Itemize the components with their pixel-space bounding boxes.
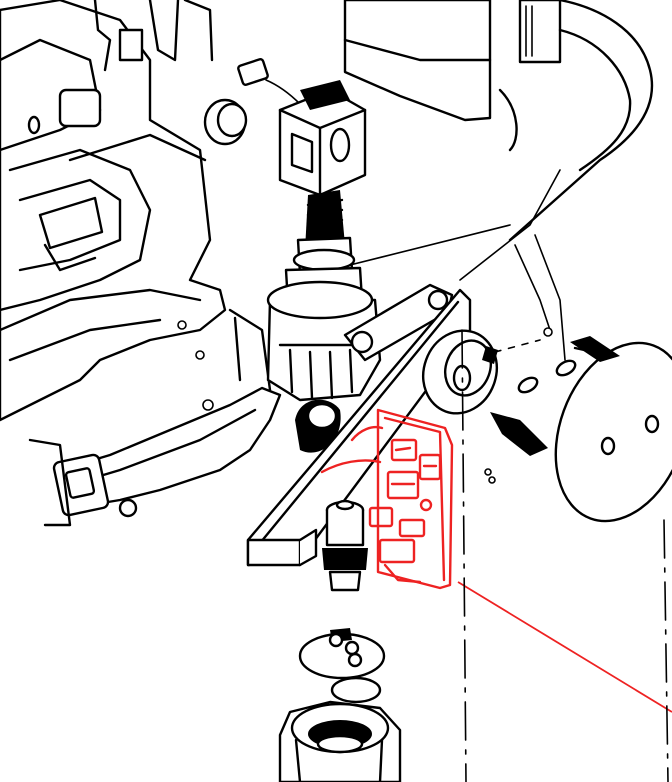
cam-arm [28, 308, 282, 527]
control-panel-box [343, 0, 518, 152]
mounting-bracket [246, 288, 472, 567]
hose-fitting [322, 499, 368, 592]
threaded-cap [278, 700, 402, 782]
connector-plug [237, 58, 301, 105]
machine-frame [0, 0, 227, 422]
circuit-board [320, 408, 672, 713]
ribbon-cable [508, 0, 653, 242]
valve-assembly [266, 80, 454, 453]
assembly-axis-lines [461, 329, 669, 782]
round-cover-plate [490, 336, 672, 523]
cap-disc [298, 628, 386, 704]
wire-harness [349, 169, 577, 394]
small-motor [203, 98, 248, 146]
